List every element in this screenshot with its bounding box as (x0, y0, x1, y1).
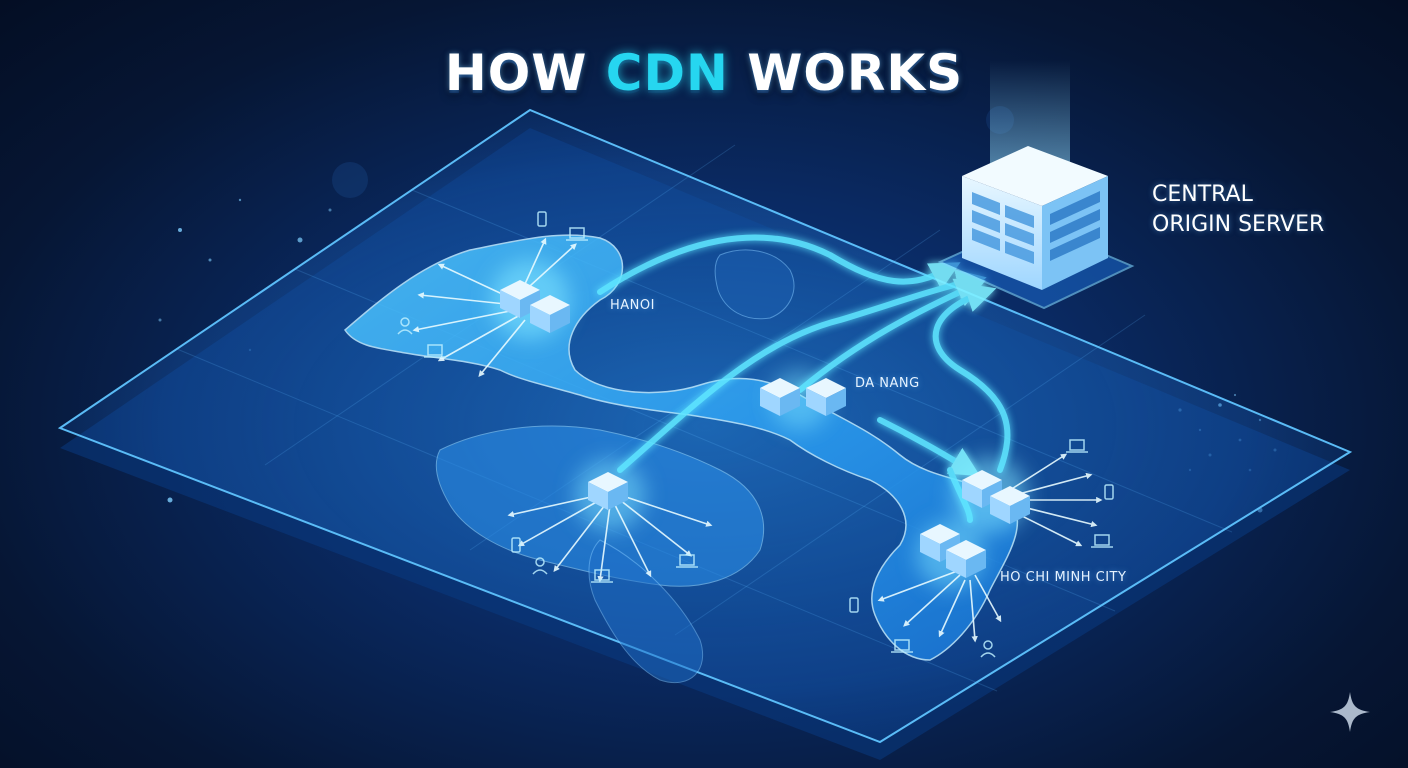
user-icon (532, 557, 548, 575)
node-label-da-nang: DA NANG (855, 376, 920, 391)
edge-server-icon (760, 378, 800, 416)
laptop-icon (1091, 534, 1113, 548)
laptop-icon (1066, 439, 1088, 453)
origin-server (937, 60, 1135, 310)
laptop-icon (566, 227, 588, 241)
origin-server-label: CENTRAL ORIGIN SERVER (1152, 180, 1324, 240)
laptop-icon (591, 569, 613, 583)
title-part-before: HOW (444, 44, 606, 102)
sparkle-icon (1330, 692, 1370, 732)
flow-arrows (597, 234, 1011, 523)
phone-icon (511, 537, 521, 553)
edge-server-icon (806, 378, 846, 416)
title-accent: CDN (605, 44, 729, 102)
phone-icon (849, 597, 859, 613)
distribution-spokes (412, 237, 1103, 643)
edge-server-icon (530, 295, 570, 333)
node-label-hanoi: HANOI (610, 298, 655, 313)
phone-icon (1104, 484, 1114, 500)
edge-server-icon (500, 280, 540, 318)
edge-servers (500, 280, 1030, 578)
user-icon (397, 317, 413, 335)
origin-label-line2: ORIGIN SERVER (1152, 212, 1325, 237)
page-title: HOW CDN WORKS (0, 44, 1408, 102)
edge-server-icon (588, 472, 628, 510)
edge-server-icon (946, 540, 986, 578)
laptop-icon (424, 344, 446, 358)
end-user-devices (397, 211, 1114, 658)
phone-icon (537, 211, 547, 227)
laptop-icon (676, 554, 698, 568)
edge-server-icon (990, 486, 1030, 524)
server-icon (962, 146, 1108, 290)
laptop-icon (891, 639, 913, 653)
node-label-ho-chi-minh-city: HO CHI MINH CITY (1000, 570, 1127, 585)
origin-label-line1: CENTRAL (1152, 182, 1253, 207)
title-part-after: WORKS (728, 44, 964, 102)
edge-server-icon (962, 470, 1002, 508)
user-icon (980, 640, 996, 658)
